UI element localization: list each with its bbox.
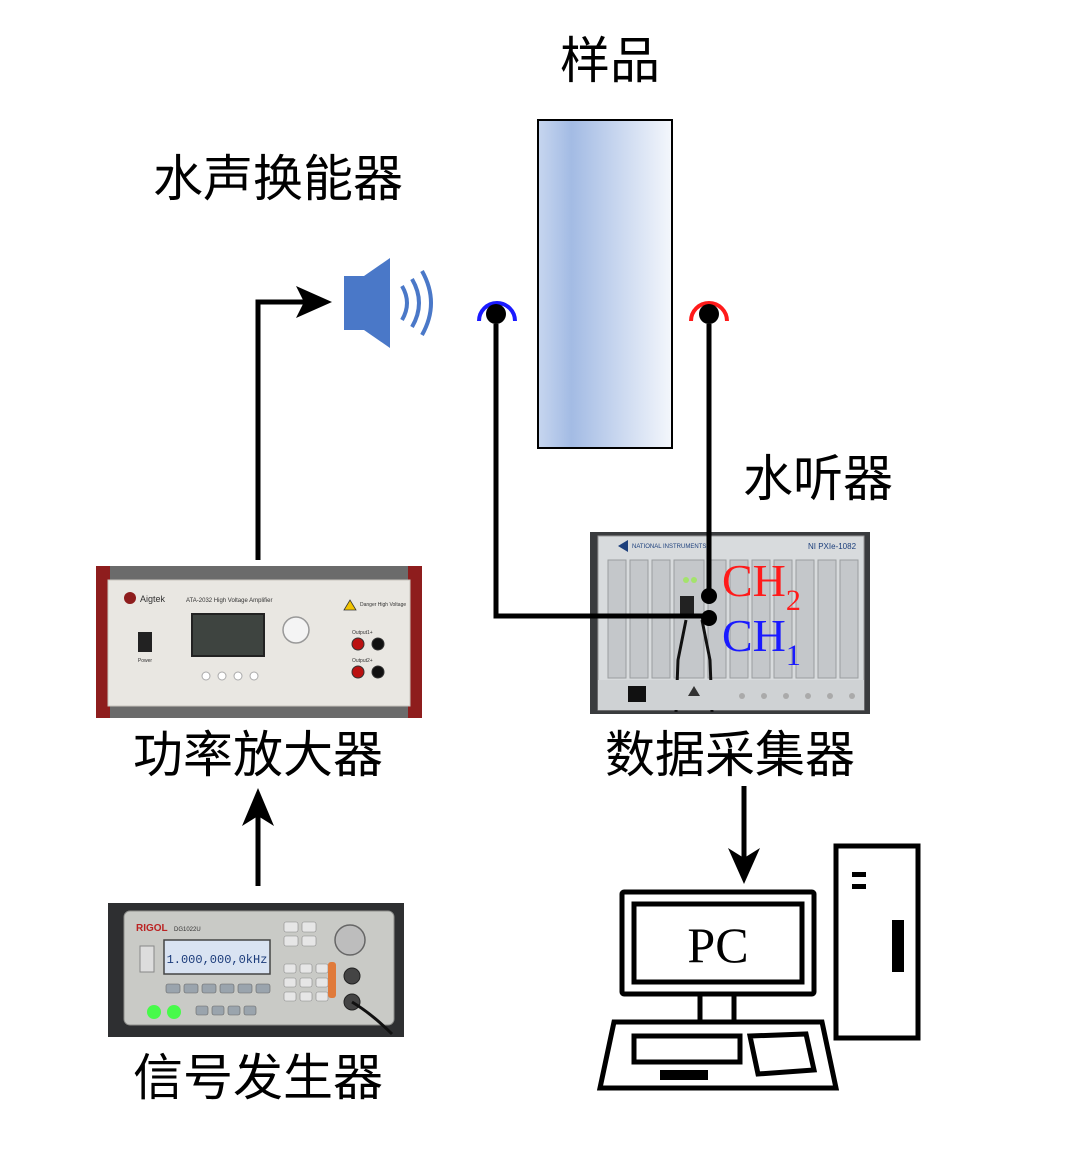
generator-led-1 xyxy=(147,1005,161,1019)
power-amplifier-label: 功率放大器 xyxy=(133,726,383,784)
generator-model: DG1022U xyxy=(174,927,201,933)
signal-generator-device: RIGOL DG1022U 1.000,000,0kHz xyxy=(108,903,404,1037)
hydrophone-ch1 xyxy=(477,301,517,324)
generator-usb-port xyxy=(139,945,155,973)
generator-output-key xyxy=(328,962,336,998)
signal-generator-label: 信号发生器 xyxy=(133,1049,383,1107)
generator-cable xyxy=(351,1000,394,1036)
hydrophone-label: 水听器 xyxy=(743,450,893,508)
transducer-label: 水声换能器 xyxy=(153,150,403,208)
ch1-connector xyxy=(701,610,717,626)
generator-brand: RIGOL xyxy=(136,923,168,934)
generator-display: 1.000,000,0kHz xyxy=(167,953,268,967)
pc-tower-slot-1 xyxy=(852,872,866,877)
amp-power-label: Power xyxy=(138,658,153,664)
ch1-label: CH1 xyxy=(722,610,801,672)
data-acquisition-label: 数据采集器 xyxy=(605,726,855,784)
amp-gain-knob xyxy=(282,616,310,644)
sample-slab xyxy=(537,119,673,449)
pc-label: PC xyxy=(687,917,748,973)
amp-output1-label: Output1+ xyxy=(352,630,373,636)
amp-to-transducer-wire xyxy=(255,299,316,560)
pc-touchpad-bar xyxy=(660,1070,708,1080)
daq-brand: NATIONAL INSTRUMENTS xyxy=(632,544,706,550)
sample-label: 样品 xyxy=(560,32,660,90)
pc-tower-drive xyxy=(892,920,904,972)
amp-model: ATA-2032 High Voltage Amplifier xyxy=(186,598,273,604)
ch2-connector xyxy=(701,588,717,604)
desktop-computer-icon xyxy=(596,843,921,1091)
daq-power-button xyxy=(628,686,646,702)
amp-to-transducer-arrowhead xyxy=(296,286,332,318)
ch2-label: CH2 xyxy=(722,555,801,617)
speaker-icon xyxy=(344,258,433,348)
ch1-cable xyxy=(493,324,706,619)
power-amplifier-device: Aigtek ATA-2032 High Voltage Amplifier D… xyxy=(96,566,422,718)
generator-led-2 xyxy=(167,1005,181,1019)
amp-output2-label: Output2+ xyxy=(352,658,373,664)
pc-tower-slot-2 xyxy=(852,884,866,889)
amp-power-switch xyxy=(138,632,152,652)
generator-to-amp-arrowhead xyxy=(242,788,274,826)
daq-to-pc-arrowhead xyxy=(728,848,760,884)
amp-warning: Danger High Voltage xyxy=(360,602,406,608)
generator-screen xyxy=(163,939,271,975)
data-acquisition-device: NATIONAL INSTRUMENTS NI PXIe-1082 xyxy=(590,532,870,714)
amp-brand: Aigtek xyxy=(140,594,166,604)
amp-display xyxy=(191,613,265,657)
hydrophone-ch2 xyxy=(689,301,729,324)
generator-knob xyxy=(334,924,366,956)
warning-icon xyxy=(343,599,357,611)
daq-model: NI PXIe-1082 xyxy=(808,542,857,551)
